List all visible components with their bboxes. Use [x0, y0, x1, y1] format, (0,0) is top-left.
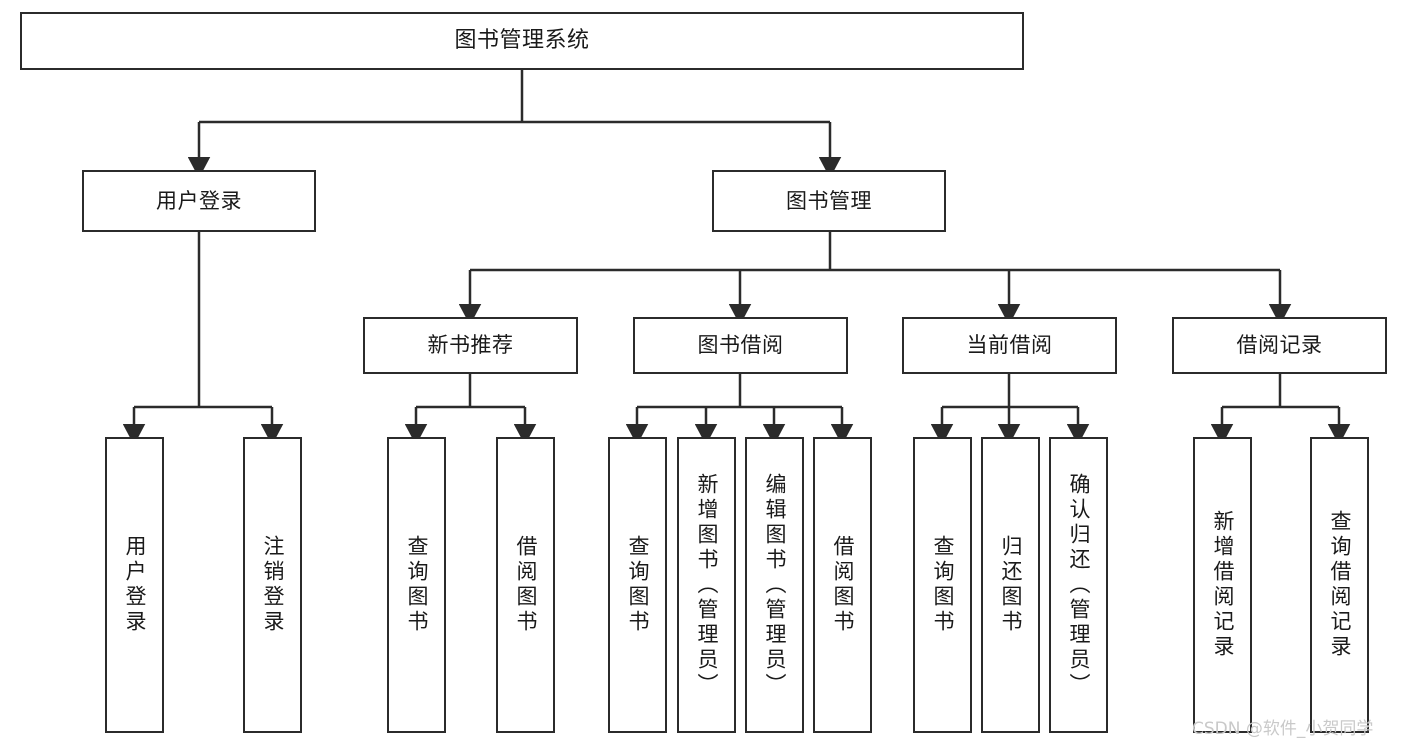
- node-leaf-query-book-1[interactable]: 查询图书: [387, 437, 446, 733]
- node-leaf-query-book-2-label: 查询图书: [626, 535, 650, 635]
- node-leaf-add-book[interactable]: 新增图书（管理员）: [677, 437, 736, 733]
- node-leaf-add-record[interactable]: 新增借阅记录: [1193, 437, 1252, 733]
- node-leaf-confirm-return[interactable]: 确认归还（管理员）: [1049, 437, 1108, 733]
- node-book-management[interactable]: 图书管理: [712, 170, 946, 232]
- node-leaf-user-logout-label: 注销登录: [261, 535, 285, 635]
- node-leaf-edit-book[interactable]: 编辑图书（管理员）: [745, 437, 804, 733]
- node-leaf-add-book-label: 新增图书（管理员）: [695, 472, 719, 698]
- node-leaf-query-record-label: 查询借阅记录: [1328, 510, 1352, 660]
- node-leaf-borrow-book-1-label: 借阅图书: [514, 535, 538, 635]
- node-user-login-label: 用户登录: [156, 188, 242, 213]
- watermark: CSDN @软件_小贺同学: [1192, 719, 1374, 739]
- node-leaf-user-login-label: 用户登录: [123, 535, 147, 635]
- node-root-label: 图书管理系统: [454, 28, 590, 54]
- node-leaf-borrow-book-2[interactable]: 借阅图书: [813, 437, 872, 733]
- node-leaf-edit-book-label: 编辑图书（管理员）: [763, 472, 787, 698]
- node-leaf-user-logout[interactable]: 注销登录: [243, 437, 302, 733]
- node-leaf-add-record-label: 新增借阅记录: [1211, 510, 1235, 660]
- node-leaf-confirm-return-label: 确认归还（管理员）: [1067, 472, 1091, 698]
- node-user-login[interactable]: 用户登录: [82, 170, 316, 232]
- node-leaf-query-book-2[interactable]: 查询图书: [608, 437, 667, 733]
- node-leaf-return-book-label: 归还图书: [999, 535, 1023, 635]
- node-book-management-label: 图书管理: [786, 188, 872, 213]
- node-new-book-recommend[interactable]: 新书推荐: [363, 317, 578, 374]
- node-book-borrow-label: 图书借阅: [697, 333, 784, 358]
- node-leaf-borrow-book-1[interactable]: 借阅图书: [496, 437, 555, 733]
- node-leaf-query-record[interactable]: 查询借阅记录: [1310, 437, 1369, 733]
- node-borrow-record-label: 借阅记录: [1236, 333, 1323, 358]
- node-root[interactable]: 图书管理系统: [20, 12, 1024, 70]
- node-leaf-borrow-book-2-label: 借阅图书: [831, 535, 855, 635]
- node-leaf-query-book-3-label: 查询图书: [931, 535, 955, 635]
- node-current-borrow-label: 当前借阅: [966, 333, 1053, 358]
- node-new-book-recommend-label: 新书推荐: [427, 333, 514, 358]
- node-leaf-return-book[interactable]: 归还图书: [981, 437, 1040, 733]
- node-leaf-query-book-3[interactable]: 查询图书: [913, 437, 972, 733]
- node-leaf-user-login[interactable]: 用户登录: [105, 437, 164, 733]
- node-leaf-query-book-1-label: 查询图书: [405, 535, 429, 635]
- node-book-borrow[interactable]: 图书借阅: [633, 317, 848, 374]
- node-borrow-record[interactable]: 借阅记录: [1172, 317, 1387, 374]
- node-current-borrow[interactable]: 当前借阅: [902, 317, 1117, 374]
